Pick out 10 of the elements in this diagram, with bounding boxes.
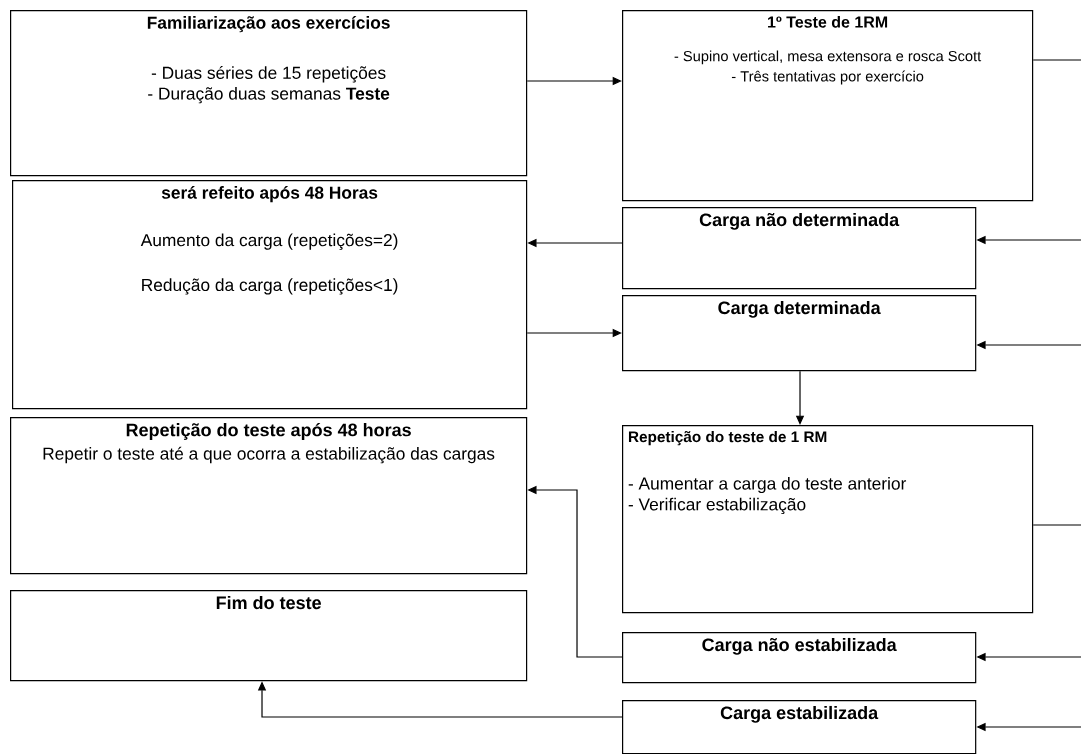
process-box: Familiarização aos exercícios - Duas séries de 15 repetições - Duração duas semanas Teste <box>10 10 528 177</box>
process-box: Carga determinada <box>622 295 977 372</box>
process-box: Fim do teste <box>10 590 528 682</box>
process-box: será refeito após 48 Horas Aumento da carga (repetições=2) Redução da carga (repetições<1) <box>12 180 528 410</box>
process-box: 1º Teste de 1RM - Supino vertical, mesa extensora e rosca Scott - Três tentativas por exercício <box>622 10 1034 202</box>
process-box: Carga não estabilizada <box>622 632 977 684</box>
process-box: Repetição do teste após 48 horas Repetir o teste até a que ocorra a estabilização das cargas <box>10 417 528 575</box>
process-box: Carga estabilizada <box>622 700 977 754</box>
process-box: Carga não determinada <box>622 207 977 290</box>
process-box: Repetição do teste de 1 RM - Aumentar a carga do teste anterior - Verificar estabilização <box>622 425 1034 614</box>
